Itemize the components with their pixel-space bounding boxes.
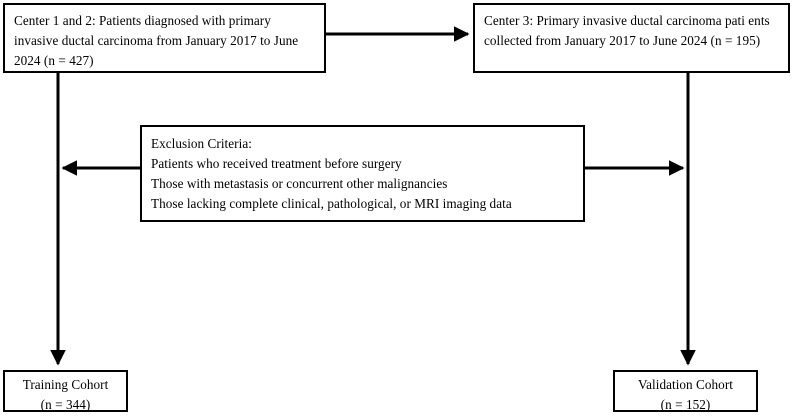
node-center-3: Center 3: Primary invasive ductal carcin… [473,3,790,73]
node-validation-cohort: Validation Cohort (n = 152) [613,370,758,412]
node-exclusion-criteria: Exclusion Criteria: Patients who receive… [140,125,585,222]
node-center-1-and-2: Center 1 and 2: Patients diagnosed with … [3,3,326,73]
node-center-1-and-2-label: Center 1 and 2: Patients diagnosed with … [14,13,299,68]
node-training-cohort-label: Training Cohort (n = 344) [22,377,109,412]
node-center-3-label: Center 3: Primary invasive ductal carcin… [484,13,770,48]
node-exclusion-criteria-label: Exclusion Criteria: Patients who receive… [151,136,512,211]
node-training-cohort: Training Cohort (n = 344) [3,370,128,412]
node-validation-cohort-label: Validation Cohort (n = 152) [638,377,733,412]
